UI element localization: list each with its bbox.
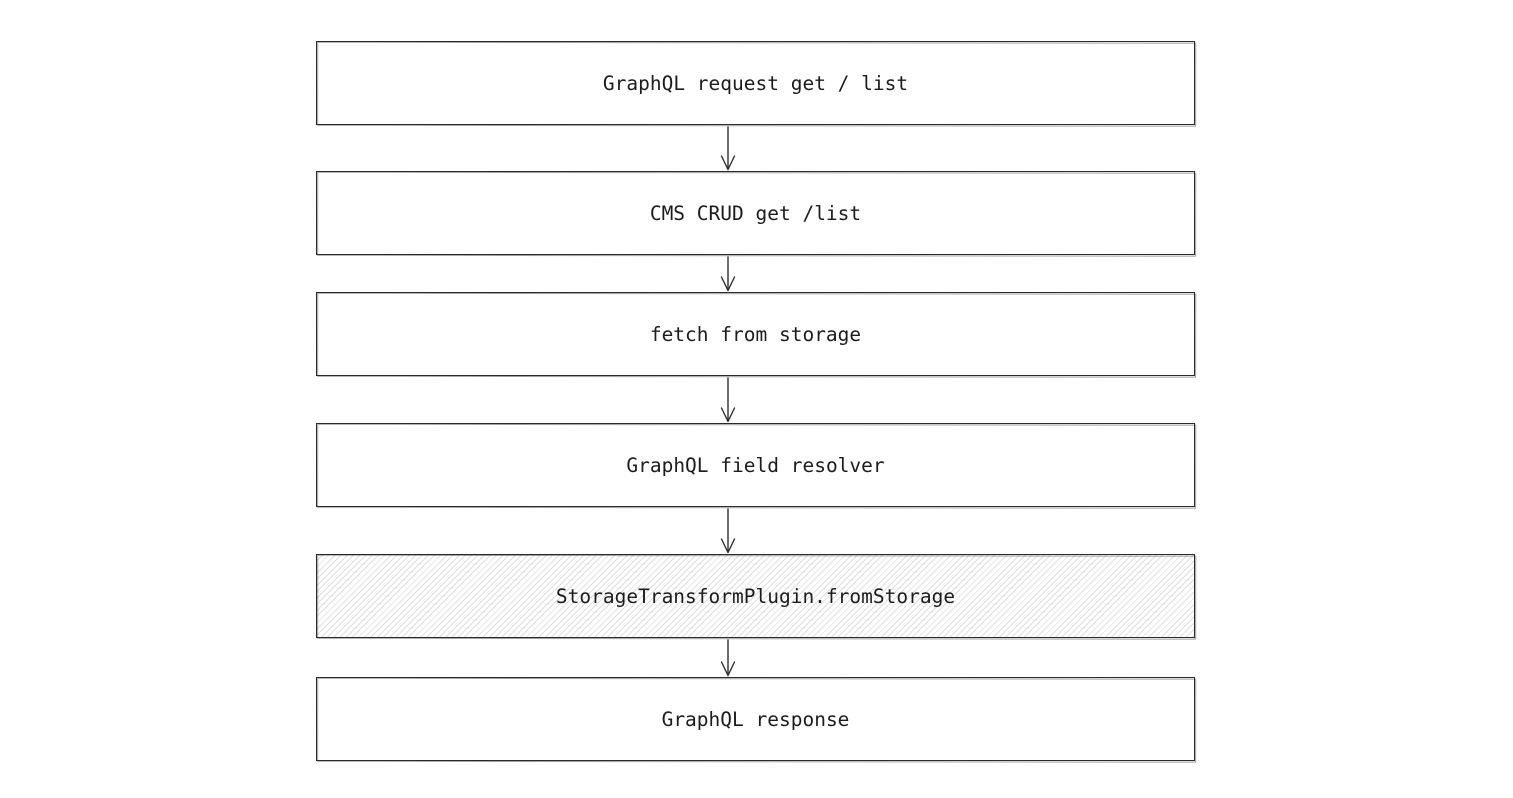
flow-node-graphql-response: GraphQL response bbox=[316, 677, 1195, 761]
node-label: GraphQL field resolver bbox=[626, 453, 885, 477]
flow-node-storage-transform-plugin: StorageTransformPlugin.fromStorage bbox=[316, 554, 1195, 638]
flow-node-graphql-field-resolver: GraphQL field resolver bbox=[316, 423, 1195, 507]
flow-node-graphql-request: GraphQL request get / list bbox=[316, 41, 1195, 125]
node-label: CMS CRUD get /list bbox=[649, 201, 862, 225]
down-arrow-connector bbox=[717, 377, 739, 423]
node-label: fetch from storage bbox=[649, 322, 862, 346]
flow-node-fetch-from-storage: fetch from storage bbox=[316, 292, 1195, 376]
down-arrow-connector bbox=[717, 639, 739, 677]
down-arrow-connector bbox=[717, 508, 739, 554]
node-label: StorageTransformPlugin.fromStorage bbox=[555, 584, 956, 608]
down-arrow-connector bbox=[717, 126, 739, 171]
flow-node-cms-crud: CMS CRUD get /list bbox=[316, 171, 1195, 255]
node-label: GraphQL request get / list bbox=[602, 71, 909, 95]
down-arrow-connector bbox=[717, 256, 739, 292]
node-label: GraphQL response bbox=[661, 707, 850, 731]
